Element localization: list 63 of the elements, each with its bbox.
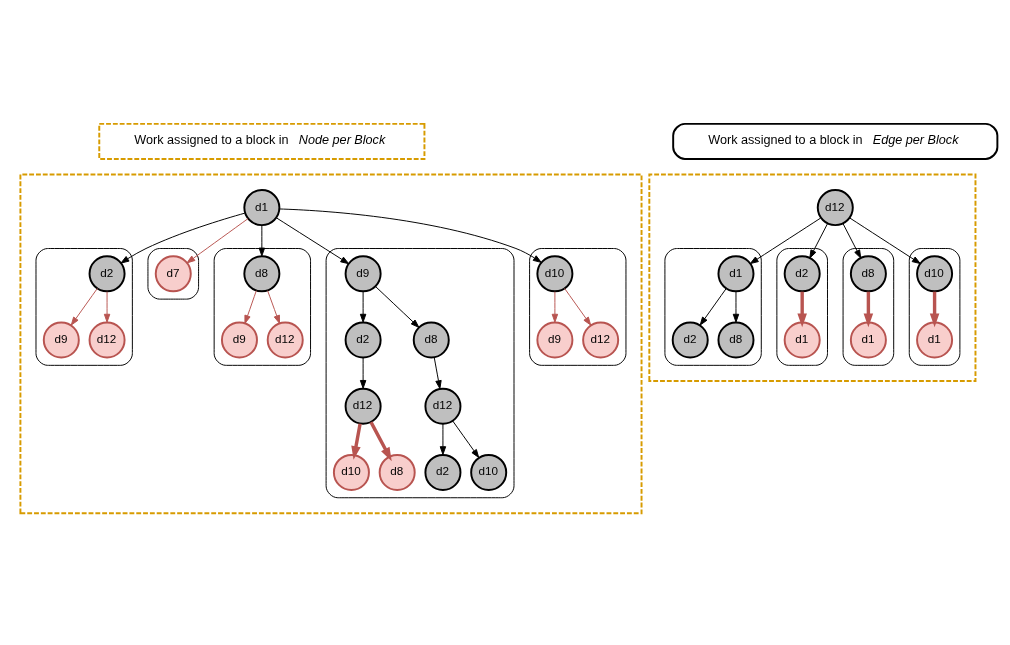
arrow bbox=[699, 287, 727, 326]
node-circle: d8 bbox=[849, 255, 887, 293]
node-circle: d8 bbox=[717, 321, 755, 359]
node-circle: d2 bbox=[671, 321, 709, 359]
node-circle: d10 bbox=[536, 255, 574, 293]
node-circle: d2 bbox=[783, 255, 821, 293]
arrow bbox=[863, 291, 874, 328]
node-circle: d9 bbox=[42, 321, 80, 359]
node-circle: d1 bbox=[916, 321, 954, 359]
arrow bbox=[439, 423, 447, 455]
cluster bbox=[648, 173, 977, 382]
node-circle: d12 bbox=[816, 189, 854, 227]
node-circle: d1 bbox=[243, 189, 281, 227]
cluster bbox=[147, 248, 200, 300]
arrow bbox=[275, 217, 350, 265]
arrow bbox=[797, 291, 807, 328]
node-circle: d10 bbox=[916, 255, 954, 293]
arrow bbox=[351, 423, 362, 460]
node-circle: d9 bbox=[220, 321, 258, 359]
arrow bbox=[244, 290, 257, 324]
node-circle: d12 bbox=[424, 387, 462, 425]
node-circle: d12 bbox=[344, 387, 382, 425]
node-circle: d1 bbox=[783, 321, 821, 359]
node-circle: d2 bbox=[344, 321, 382, 359]
arrow bbox=[433, 357, 442, 390]
arrow bbox=[186, 218, 249, 264]
node-circle: d9 bbox=[344, 255, 382, 293]
arrow bbox=[849, 217, 921, 265]
arrow bbox=[564, 287, 592, 326]
arrow bbox=[732, 291, 740, 323]
arrow bbox=[929, 291, 940, 328]
arrow bbox=[359, 357, 367, 389]
node-circle: d1 bbox=[849, 321, 887, 359]
arrow bbox=[551, 291, 559, 323]
arrow bbox=[452, 420, 480, 458]
arrow bbox=[267, 290, 280, 324]
cluster bbox=[325, 248, 515, 499]
node-circle: d12 bbox=[582, 321, 620, 359]
arrow bbox=[278, 208, 542, 263]
node-circle: d8 bbox=[243, 255, 281, 293]
arrow bbox=[375, 286, 420, 328]
arrow bbox=[359, 291, 367, 323]
node-circle: d9 bbox=[536, 321, 574, 359]
arrow bbox=[70, 287, 98, 326]
node-circle: d1 bbox=[717, 255, 755, 293]
arrow bbox=[842, 223, 862, 259]
node-circle: d10 bbox=[332, 453, 370, 491]
node-box: Work assigned to a block in Edge per Block bbox=[672, 122, 999, 160]
arrow bbox=[809, 223, 829, 259]
node-circle: d10 bbox=[470, 453, 508, 491]
node-circle: d2 bbox=[424, 453, 462, 491]
node-circle: d12 bbox=[266, 321, 304, 359]
cluster bbox=[19, 173, 643, 515]
arrow bbox=[369, 421, 392, 462]
node-circle: d12 bbox=[88, 321, 126, 359]
arrow bbox=[120, 212, 246, 264]
arrow bbox=[749, 217, 822, 265]
arrow bbox=[103, 291, 111, 323]
node-circle: d7 bbox=[154, 255, 192, 293]
node-circle: d2 bbox=[88, 255, 126, 293]
node-circle: d8 bbox=[378, 453, 416, 491]
node-box: Work assigned to a block in Node per Block bbox=[98, 122, 426, 160]
arrow bbox=[258, 225, 266, 257]
